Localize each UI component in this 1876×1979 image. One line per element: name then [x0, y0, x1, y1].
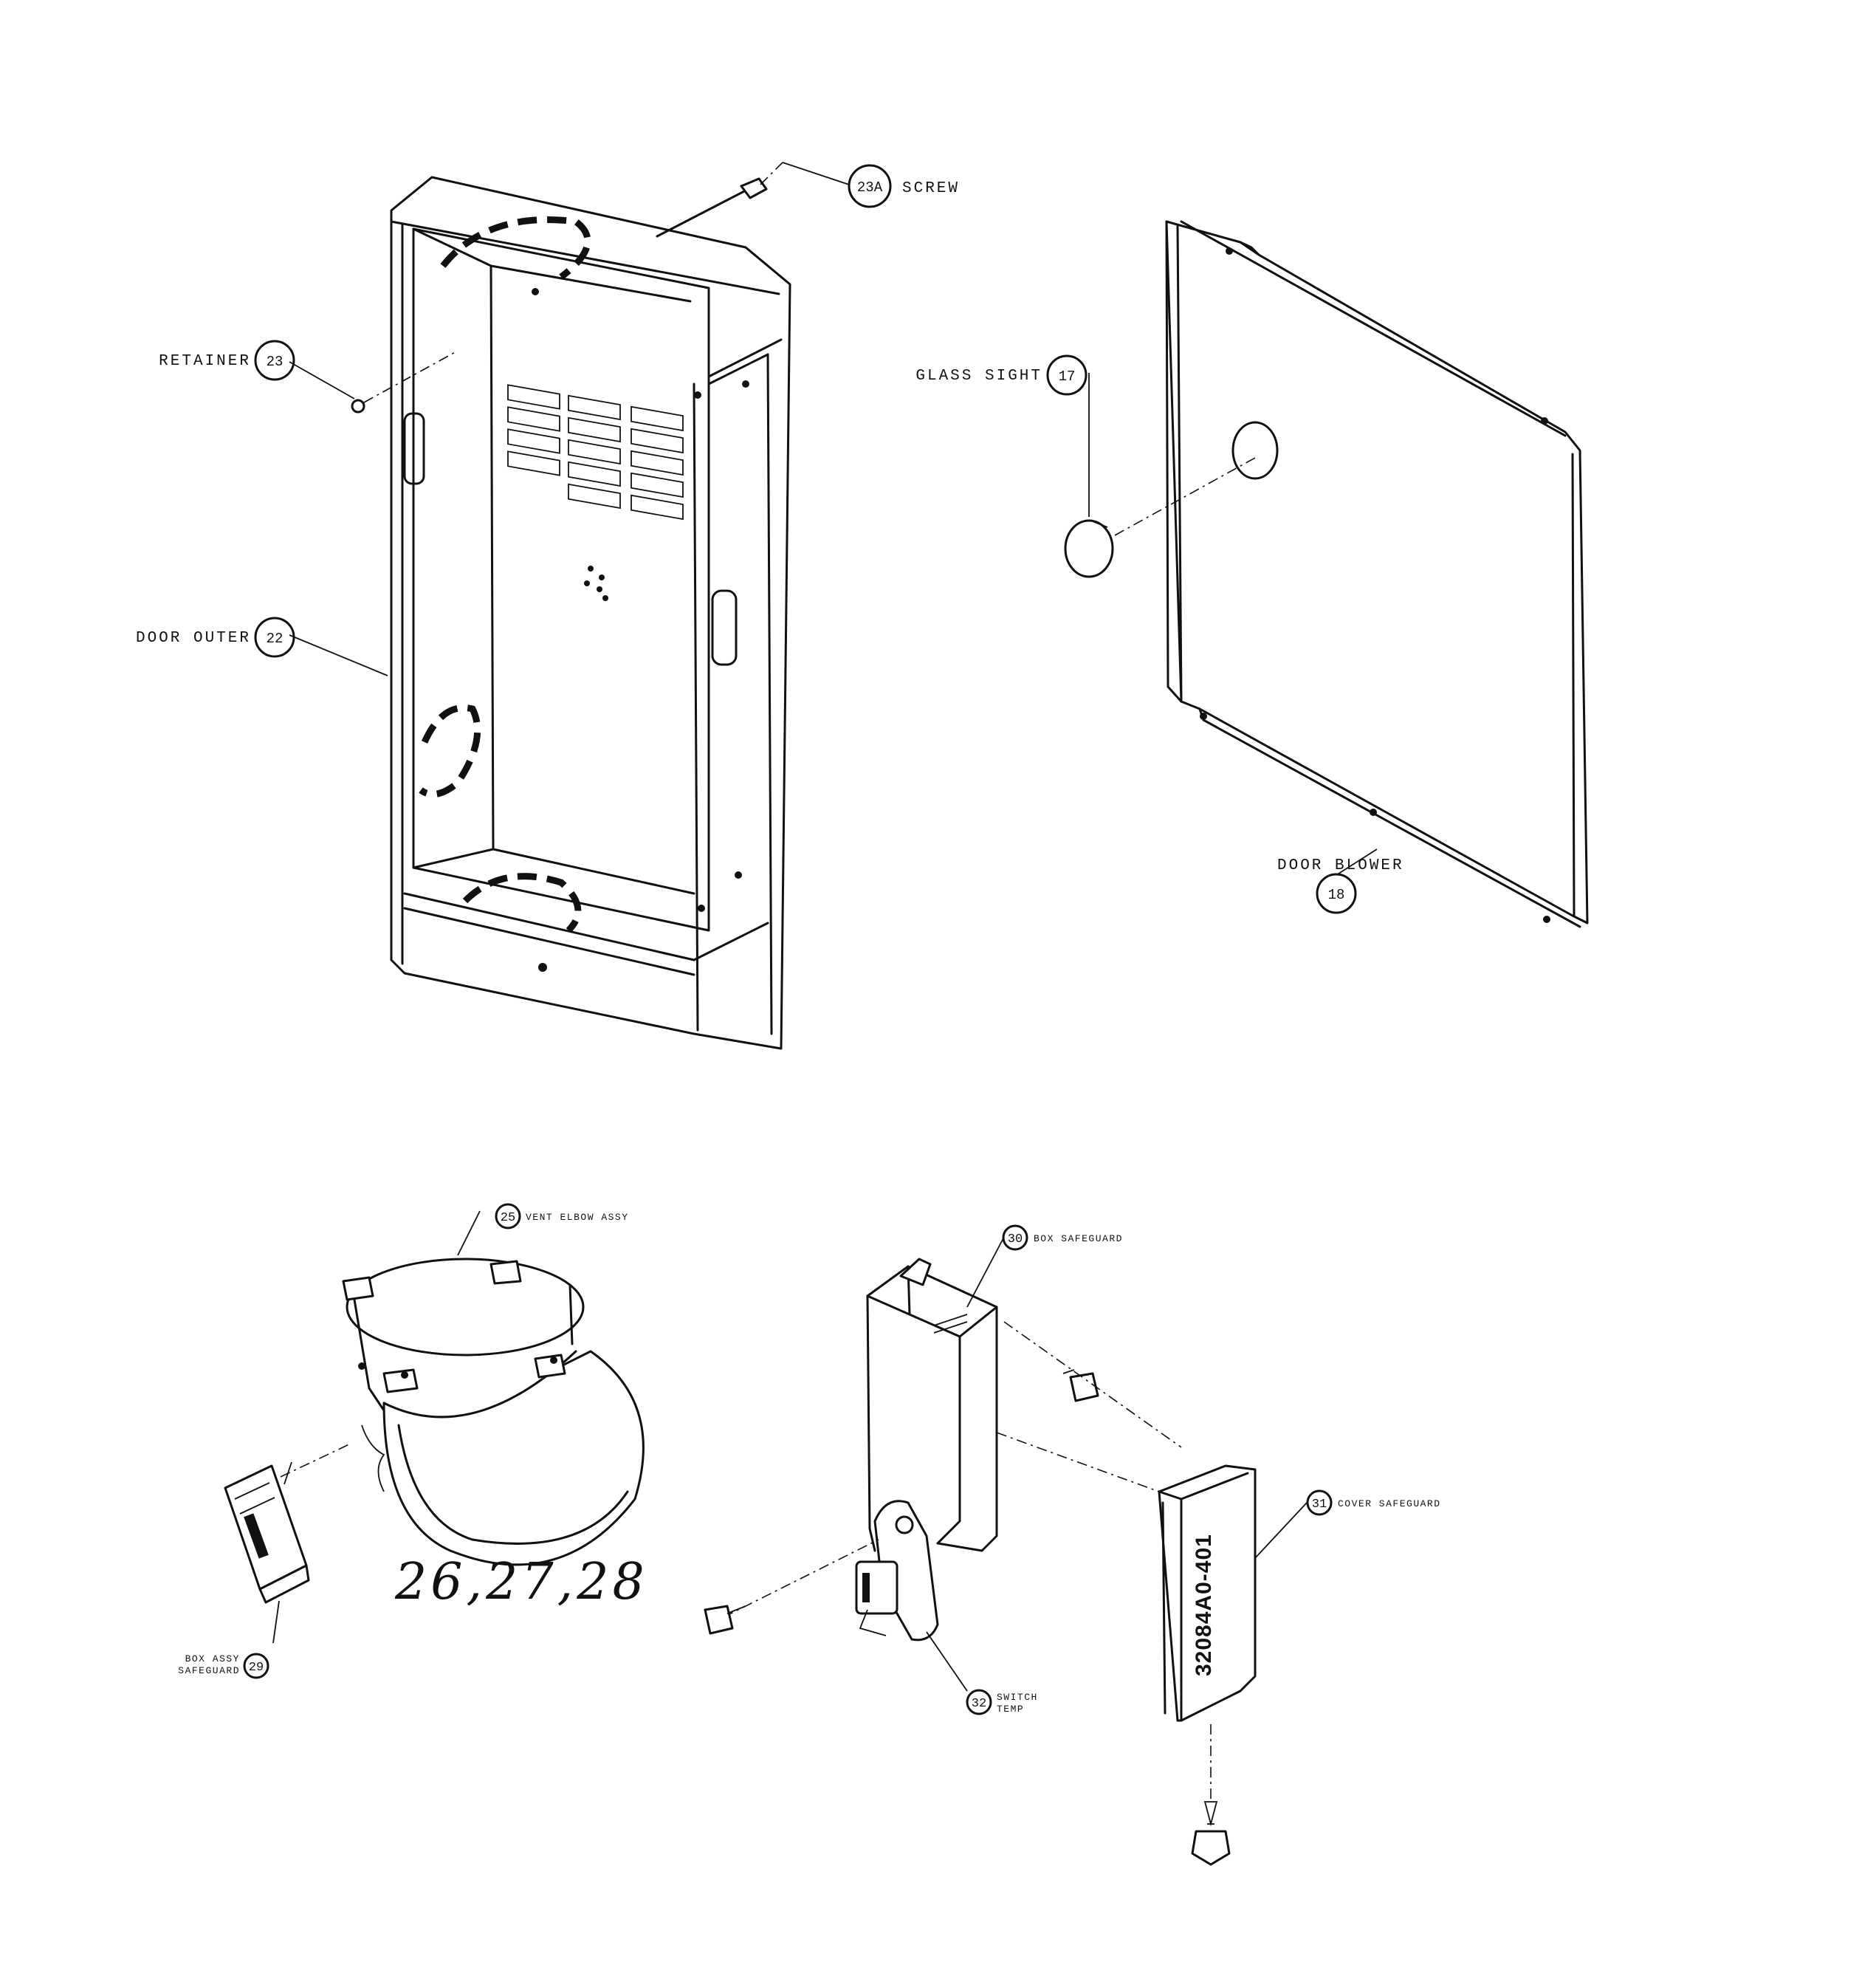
leader-18 — [1336, 848, 1378, 876]
callout-23a-id: 23A — [857, 179, 883, 196]
callout-30-label: BOX SAFEGUARD — [1034, 1233, 1123, 1244]
callout-18-door-blower: 18 DOOR BLOWER — [1277, 857, 1404, 914]
leader-23a — [782, 162, 850, 185]
callout-23a-screw: 23A SCREW — [848, 164, 960, 208]
cover-safeguard-part: 32084A0-401 — [1158, 1464, 1257, 1802]
callout-32-label-line2: TEMP — [997, 1704, 1024, 1715]
callout-25-id: 25 — [501, 1211, 515, 1225]
leader-30 — [966, 1236, 1005, 1308]
leader-31 — [1254, 1502, 1308, 1559]
leader-23 — [289, 361, 355, 399]
callout-17-id: 17 — [1059, 368, 1076, 385]
retainer-part — [351, 350, 458, 414]
callout-25-vent-elbow: 25 VENT ELBOW ASSY — [495, 1203, 629, 1229]
callout-29-id: 29 — [249, 1661, 264, 1675]
callout-32-label-line1: SWITCH — [997, 1692, 1038, 1703]
vent-elbow-part — [280, 1258, 645, 1566]
callout-18-id: 18 — [1328, 887, 1345, 903]
callout-31-label: COVER SAFEGUARD — [1338, 1498, 1441, 1509]
callout-23-retainer: 23 RETAINER — [159, 340, 295, 381]
cover-part-number: 32084A0-401 — [1192, 1534, 1216, 1676]
glass-sight-part — [1064, 373, 1114, 578]
handwritten-part-numbers: 26,27,28 — [394, 1553, 648, 1611]
callout-18-label: DOOR BLOWER — [1277, 857, 1404, 874]
screw-part — [1191, 1801, 1231, 1866]
callout-23-label: RETAINER — [159, 353, 251, 370]
box-safeguard-part — [723, 1258, 998, 1692]
callout-23a-label: SCREW — [902, 180, 960, 197]
callout-22-door-outer: 22 DOOR OUTER — [136, 617, 295, 658]
callout-23-id: 23 — [267, 354, 284, 370]
leader-22 — [289, 634, 388, 676]
callout-22-id: 22 — [267, 631, 284, 647]
callout-32-switch-temp: 32 SWITCH TEMP — [966, 1689, 1038, 1715]
screw-part — [704, 1605, 746, 1635]
callout-31-cover-safeguard: 31 COVER SAFEGUARD — [1306, 1489, 1441, 1516]
door-blower-part — [1114, 220, 1589, 928]
door-outer-part — [390, 176, 791, 1050]
callout-25-label: VENT ELBOW ASSY — [526, 1212, 629, 1223]
leader-25 — [457, 1210, 481, 1256]
screw-part — [996, 1321, 1182, 1492]
callout-29-label-line1: BOX ASSY — [185, 1653, 240, 1664]
callout-30-id: 30 — [1008, 1232, 1023, 1246]
callout-31-id: 31 — [1312, 1498, 1327, 1512]
screw-part — [656, 162, 783, 238]
callout-29-box-assy-safeguard: 29 BOX ASSY SAFEGUARD — [178, 1653, 269, 1679]
callout-29-label-line2: SAFEGUARD — [178, 1665, 240, 1676]
box-assy-safeguard-part — [224, 1461, 310, 1644]
callout-30-box-safeguard: 30 BOX SAFEGUARD — [1002, 1224, 1123, 1251]
callout-22-label: DOOR OUTER — [136, 630, 251, 647]
callout-17-glass-sight: 17 GLASS SIGHT — [915, 354, 1088, 396]
callout-17-label: GLASS SIGHT — [915, 368, 1042, 385]
callout-32-id: 32 — [972, 1697, 986, 1711]
